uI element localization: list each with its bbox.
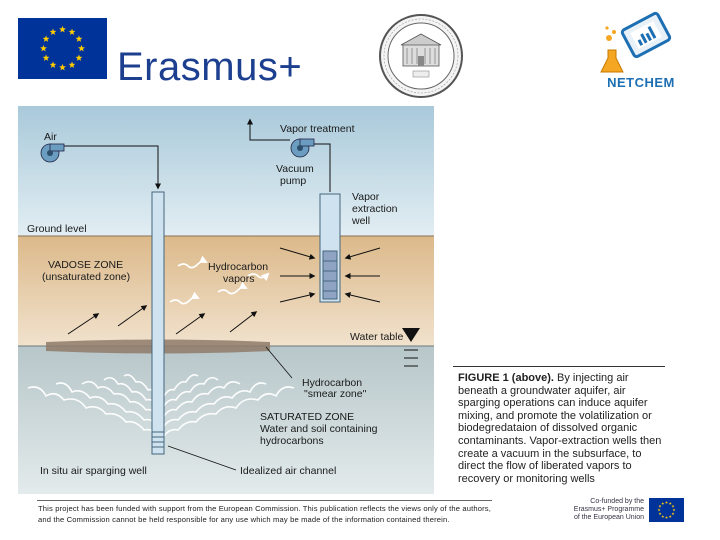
label-vacuum-pump-2: pump: [280, 175, 307, 187]
eu-star: [658, 504, 662, 508]
disclaimer-line-1: This project has been funded with suppor…: [38, 504, 491, 513]
eu-star: [59, 63, 66, 71]
label-hydrocarbon-vapors-1: Hydrocarbon: [208, 261, 269, 273]
label-smear-zone-1: Hydrocarbon: [302, 377, 363, 389]
eu-star: [78, 44, 85, 52]
cofunded-line-1: Co-funded by the: [590, 498, 644, 505]
eu-star: [657, 508, 661, 512]
vapor-wavy-arrows: [169, 255, 270, 305]
eu-star: [668, 502, 672, 505]
label-saturated-hydrocarbons: hydrocarbons: [260, 435, 324, 447]
label-leader-lines: [167, 346, 293, 471]
label-ground-level: Ground level: [27, 223, 87, 235]
sparging-well-screen: [152, 431, 164, 448]
label-smear-zone-2: "smear zone": [304, 388, 367, 400]
eu-star: [40, 44, 47, 52]
caption-body: By injecting air beneath a groundwater a…: [458, 372, 662, 485]
disclaimer-line-2: and the Commission cannot be held respon…: [38, 515, 450, 524]
footer-divider: [37, 500, 492, 501]
label-hydrocarbon-vapors-2: vapors: [223, 273, 255, 285]
netchem-logo: [596, 10, 686, 95]
label-air-channel: Idealized air channel: [240, 465, 337, 477]
label-sparging-well: In situ air sparging well: [40, 465, 147, 477]
air-channels: [27, 374, 295, 437]
label-vacuum-pump-1: Vacuum: [276, 163, 314, 175]
eu-stars-small-icon: [657, 501, 676, 519]
label-saturated-water-soil: Water and soil containing: [260, 423, 378, 435]
university-seal-logo: [377, 12, 465, 100]
eu-star: [671, 512, 675, 515]
label-saturated-zone: SATURATED ZONE: [260, 411, 355, 423]
erasmus-plus-wordmark: Erasmus+: [117, 45, 303, 89]
eu-star: [59, 25, 66, 33]
eu-star: [668, 515, 672, 518]
water-table-marker: [402, 328, 420, 367]
saturated-zone-area: [18, 346, 434, 494]
eu-star: [42, 54, 50, 61]
eu-stars-icon: [40, 25, 85, 71]
sparging-well-pipe: [151, 191, 165, 455]
netchem-wordmark: NETCHEM: [607, 75, 675, 90]
label-vapor-treatment: Vapor treatment: [280, 123, 355, 135]
cofunded-label: Co-funded by the Erasmus+ Programme of t…: [562, 498, 644, 522]
eu-star: [49, 61, 57, 68]
eu-star: [658, 512, 662, 515]
eu-star: [75, 35, 83, 42]
eu-flag-logo: [18, 18, 107, 79]
label-vadose-unsaturated: (unsaturated zone): [42, 271, 131, 283]
eu-star: [661, 515, 665, 518]
vapor-well-screen: [322, 250, 338, 300]
vapor-outlet-line: [314, 143, 331, 192]
caption-lead: FIGURE 1 (above).: [458, 372, 554, 384]
eu-star: [68, 61, 76, 68]
eu-star: [671, 504, 675, 508]
funding-disclaimer: This project has been funded with suppor…: [38, 503, 491, 525]
eu-star: [49, 28, 57, 35]
label-air: Air: [44, 131, 57, 143]
air-sparging-diagram: Air Vapor treatment Vacuum pump Vapor ex…: [18, 106, 434, 494]
label-water-table: Water table: [350, 331, 404, 343]
label-vapor-well-2: extraction: [352, 203, 398, 215]
label-vapor-well-1: Vapor: [352, 191, 380, 203]
air-feed-arrow: [58, 145, 161, 190]
caption-divider: [453, 366, 665, 367]
label-vadose-zone: VADOSE ZONE: [48, 259, 124, 271]
label-vapor-well-3: well: [352, 215, 371, 227]
air-blower-icon: [40, 143, 65, 163]
eu-flag-small-logo: [649, 498, 684, 522]
airflow-arrows: [67, 247, 381, 335]
vacuum-pump-icon: [290, 138, 315, 158]
eu-star: [661, 502, 665, 505]
cofunded-line-3: of the European Union: [573, 514, 644, 521]
eu-star: [665, 516, 668, 519]
vapor-treatment-arrow: [247, 118, 290, 141]
sky-area: [18, 106, 434, 236]
eu-star: [672, 508, 676, 512]
figure-caption: FIGURE 1 (above). By injecting air benea…: [458, 372, 670, 485]
eu-star: [42, 35, 50, 42]
eu-star: [75, 54, 83, 61]
eu-star: [68, 28, 76, 35]
cofunded-line-2: Erasmus+ Programme: [573, 506, 644, 513]
eu-star: [665, 501, 668, 504]
